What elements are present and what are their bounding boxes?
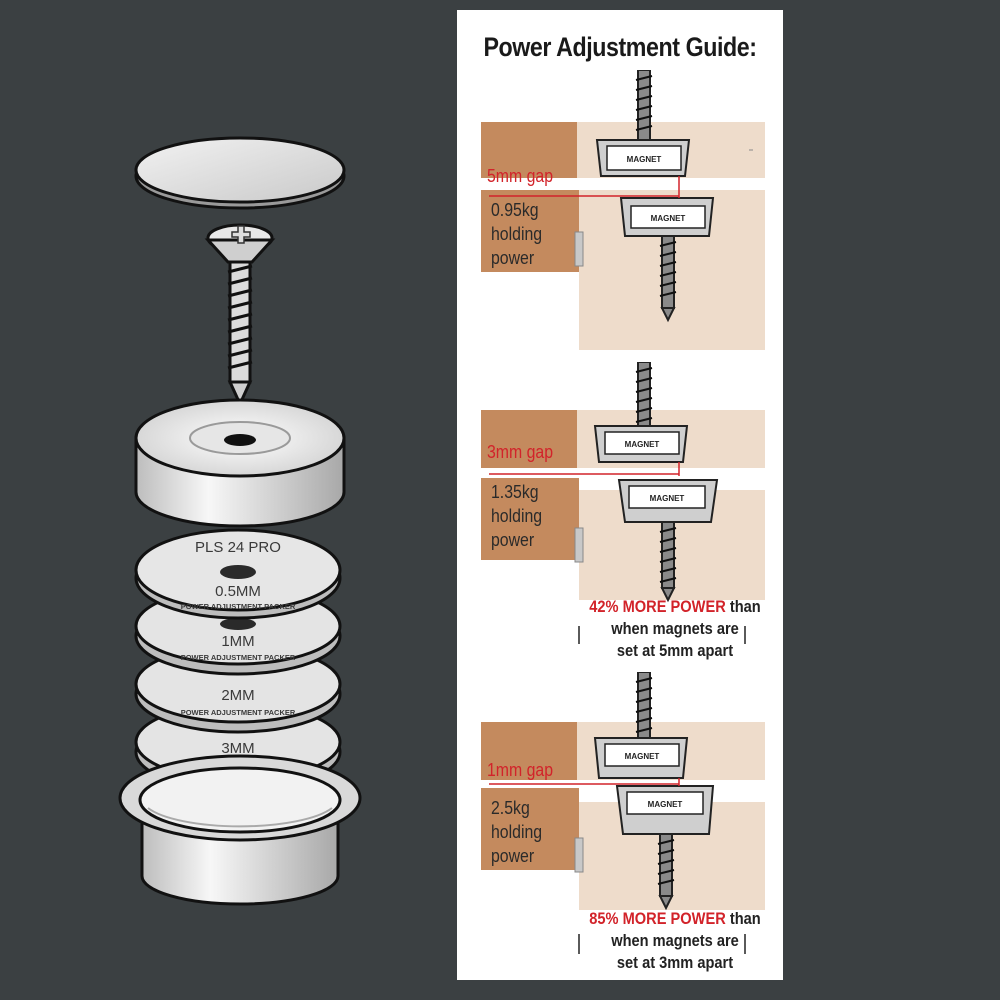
holding-power-text: 1.35kg holding power	[491, 480, 542, 552]
gap-diagram-5mm: MAGNET MAGNET 5mm gap 0.95kg holding pow…	[457, 69, 783, 360]
callout-line: when magnets are	[611, 619, 739, 638]
holding-power-value: 2.5kg	[491, 798, 530, 818]
packer-disc-0-5mm: PLS 24 PRO 0.5MM POWER ADJUSTMENT PACKER	[134, 528, 342, 620]
magnet-label: MAGNET	[627, 155, 662, 164]
holding-power-text: 2.5kg holding power	[491, 796, 542, 868]
holding-power-text: 0.95kg holding power	[491, 198, 542, 270]
holding-power-line: holding	[491, 224, 543, 244]
screw	[204, 223, 276, 408]
callout-line: when magnets are	[611, 931, 739, 950]
base-cup	[118, 754, 362, 906]
magnet-label: MAGNET	[650, 494, 685, 503]
gap-label: 5mm gap	[487, 166, 554, 186]
packer-size-label: 0.5MM	[215, 583, 261, 600]
holding-power-line: power	[491, 530, 535, 550]
gap-diagram-5mm-drawing: MAGNET MAGNET	[481, 69, 765, 350]
exploded-assembly-illustration: 3MM POWER ADJUSTMENT PACKER 2MM POWER AD…	[118, 136, 362, 906]
packer-brand-label: PLS 24 PRO	[195, 539, 281, 556]
power-increase-highlight: 85% MORE POWER	[589, 909, 726, 928]
holding-power-line: holding	[491, 822, 543, 842]
packer-subtitle-label: POWER ADJUSTMENT PACKER	[181, 602, 296, 611]
cover-cap	[134, 136, 346, 210]
gap-diagram-1mm: MAGNET MAGNET 1mm gap 2.5kg holding powe…	[457, 671, 783, 972]
power-increase-callout: 85% MORE POWER than when magnets are set…	[584, 908, 766, 974]
gap-label: 3mm gap	[487, 442, 554, 462]
callout-line: set at 3mm apart	[616, 953, 734, 972]
packer-size-label: 2MM	[221, 687, 254, 704]
ring-magnet	[134, 398, 346, 528]
power-increase-callout: 42% MORE POWER than when magnets are set…	[584, 596, 766, 662]
holding-power-line: holding	[491, 506, 543, 526]
callout-line: set at 5mm apart	[616, 641, 734, 660]
power-adjustment-guide-panel: Power Adjustment Guide: MAGNET MAGNET	[457, 10, 783, 980]
magnet-label: MAGNET	[625, 440, 660, 449]
magnet-label: MAGNET	[648, 800, 683, 809]
power-increase-highlight: 42% MORE POWER	[589, 597, 726, 616]
power-increase-rest: than	[725, 909, 761, 928]
gap-diagram-3mm: MAGNET MAGNET 3mm gap 1.35kg holding pow…	[457, 361, 783, 660]
holding-power-line: power	[491, 846, 535, 866]
power-increase-rest: than	[725, 597, 761, 616]
gap-label: 1mm gap	[487, 760, 554, 780]
packer-size-label: 3MM	[221, 740, 254, 757]
packer-subtitle-label: POWER ADJUSTMENT PACKER	[181, 653, 296, 662]
guide-title: Power Adjustment Guide:	[483, 32, 757, 62]
magnet-label: MAGNET	[625, 752, 660, 761]
holding-power-line: power	[491, 248, 535, 268]
holding-power-value: 1.35kg	[491, 482, 539, 502]
gap-diagram-1mm-drawing: MAGNET MAGNET	[481, 671, 765, 954]
packer-subtitle-label: POWER ADJUSTMENT PACKER	[181, 708, 296, 717]
packer-size-label: 1MM	[221, 633, 254, 650]
magnet-label: MAGNET	[651, 214, 686, 223]
gap-diagram-3mm-drawing: MAGNET MAGNET	[481, 361, 765, 644]
holding-power-value: 0.95kg	[491, 200, 539, 220]
